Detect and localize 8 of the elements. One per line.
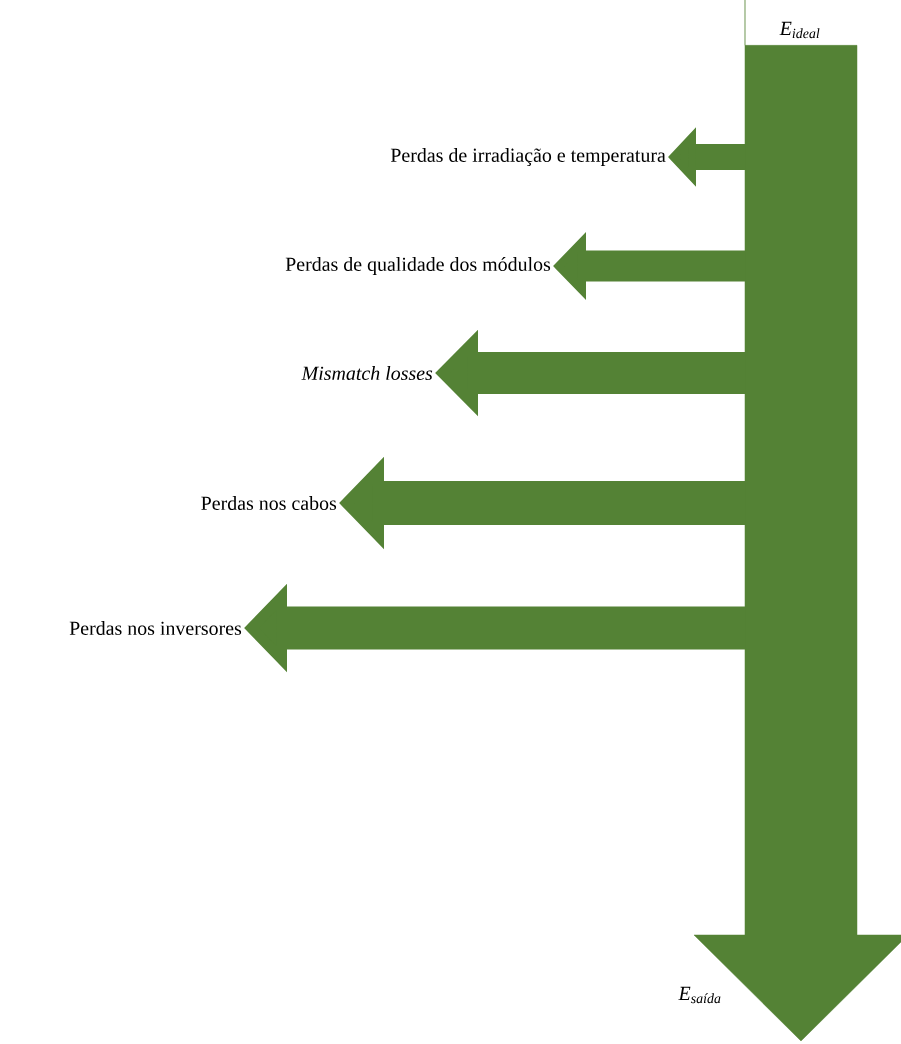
loss-label: Mismatch losses [301,366,433,380]
loss-label: Perdas de qualidade dos módulos [285,256,551,276]
loss-label: Perdas nos cabos [201,496,337,510]
loss-label: Perdas de irradiação e temperatura [390,147,666,167]
energy-label: E$_{saída}$ [678,986,721,1004]
loss-label: Perdas nos inversores [69,621,242,635]
arrow [693,0,901,1042]
energy-label: E$_{ideal}$ [779,21,820,39]
